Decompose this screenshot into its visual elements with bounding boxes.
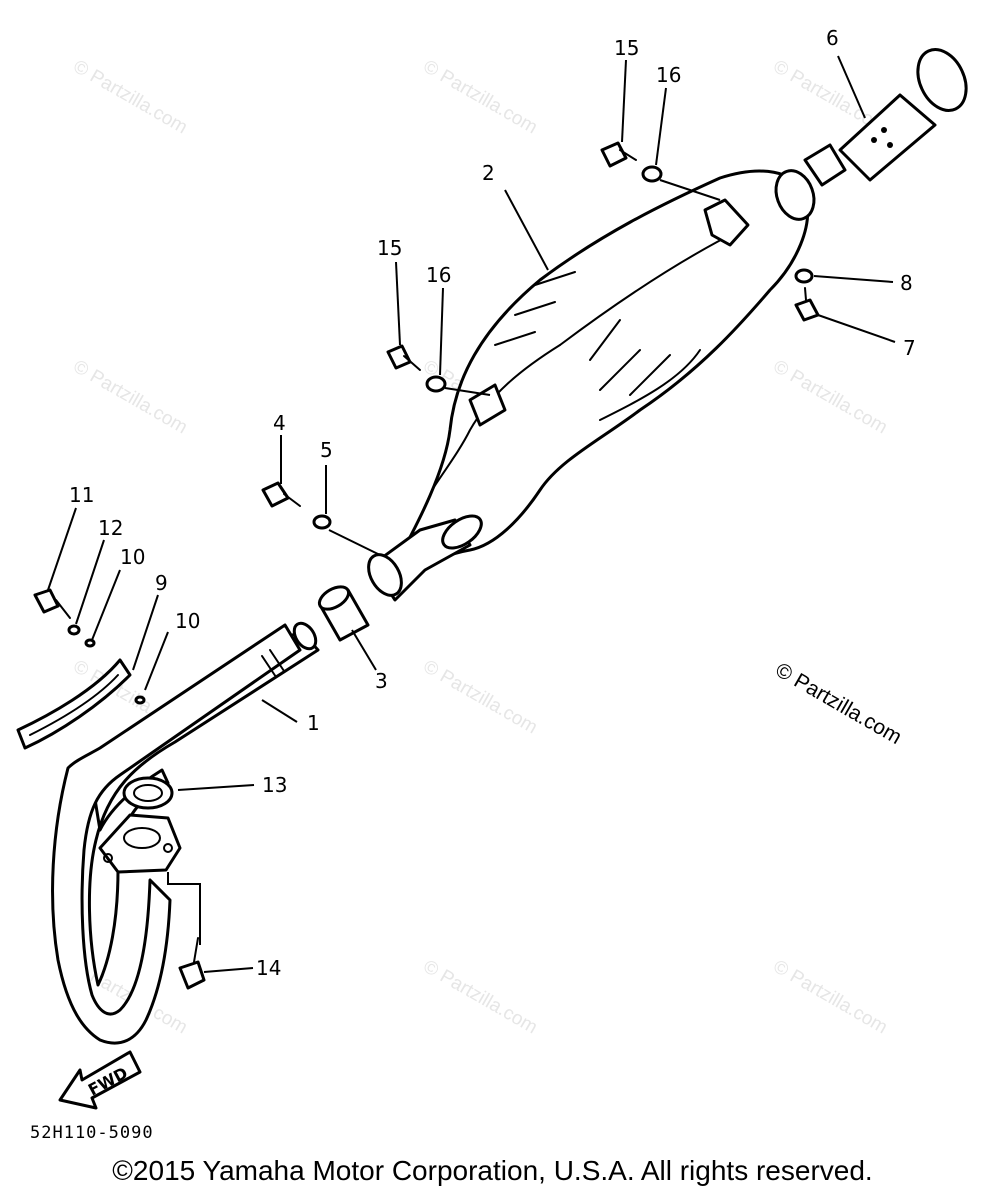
- diagram-code: 52H110-5090: [30, 1123, 154, 1143]
- watermark: © Partzilla.com: [420, 656, 541, 738]
- watermark: © Partzilla.com: [420, 56, 541, 138]
- callout-3: 3: [375, 669, 388, 693]
- watermark: © Partzilla.com: [420, 956, 541, 1038]
- silencer-bolt-middle: [386, 344, 447, 393]
- callout-12: 12: [98, 516, 123, 540]
- callout-labels: 1 2 3 4 5 6 7 8 9 10 10 11 12 13 14 15 1…: [69, 26, 916, 980]
- watermark: © Partzilla.com: [770, 356, 891, 438]
- callout-9: 9: [155, 571, 168, 595]
- heat-protector: [16, 658, 132, 750]
- callout-1: 1: [307, 711, 320, 735]
- spark-arrester: [803, 48, 968, 187]
- silencer-bolt-front: [261, 481, 332, 530]
- copyright-notice: ©2015 Yamaha Motor Corporation, U.S.A. A…: [112, 1155, 873, 1186]
- watermark: © Partzilla.com: [70, 56, 191, 138]
- guard-fasteners: [33, 588, 146, 705]
- callout-15-middle: 15: [377, 236, 402, 260]
- exhaust-pipe: [51, 621, 320, 1045]
- callout-11: 11: [69, 483, 94, 507]
- callout-16-middle: 16: [426, 263, 451, 287]
- watermark-dark: © Partzilla.com: [772, 658, 906, 749]
- watermark: © Partzilla.com: [70, 356, 191, 438]
- callout-15-rear: 15: [614, 36, 639, 60]
- callout-13: 13: [262, 773, 287, 797]
- callout-5: 5: [320, 438, 333, 462]
- drain-bolt: [794, 268, 820, 322]
- watermark: © Partzilla.com: [770, 956, 891, 1038]
- silencer-bolt-rear: [600, 141, 663, 183]
- callout-7: 7: [903, 336, 916, 360]
- flange-gasket: [98, 776, 182, 874]
- fwd-arrow: FWD: [58, 1050, 142, 1110]
- callout-4: 4: [273, 411, 286, 435]
- flange-bolt: [178, 937, 206, 990]
- leader-lines: [47, 55, 896, 973]
- silencer: [367, 169, 816, 602]
- callout-10-upper: 10: [120, 545, 145, 569]
- callout-2: 2: [482, 161, 495, 185]
- callout-10-lower: 10: [175, 609, 200, 633]
- callout-16-rear: 16: [656, 63, 681, 87]
- joint-sleeve: [317, 585, 370, 642]
- callout-6: 6: [826, 26, 839, 50]
- callout-14: 14: [256, 956, 281, 980]
- callout-8: 8: [900, 271, 913, 295]
